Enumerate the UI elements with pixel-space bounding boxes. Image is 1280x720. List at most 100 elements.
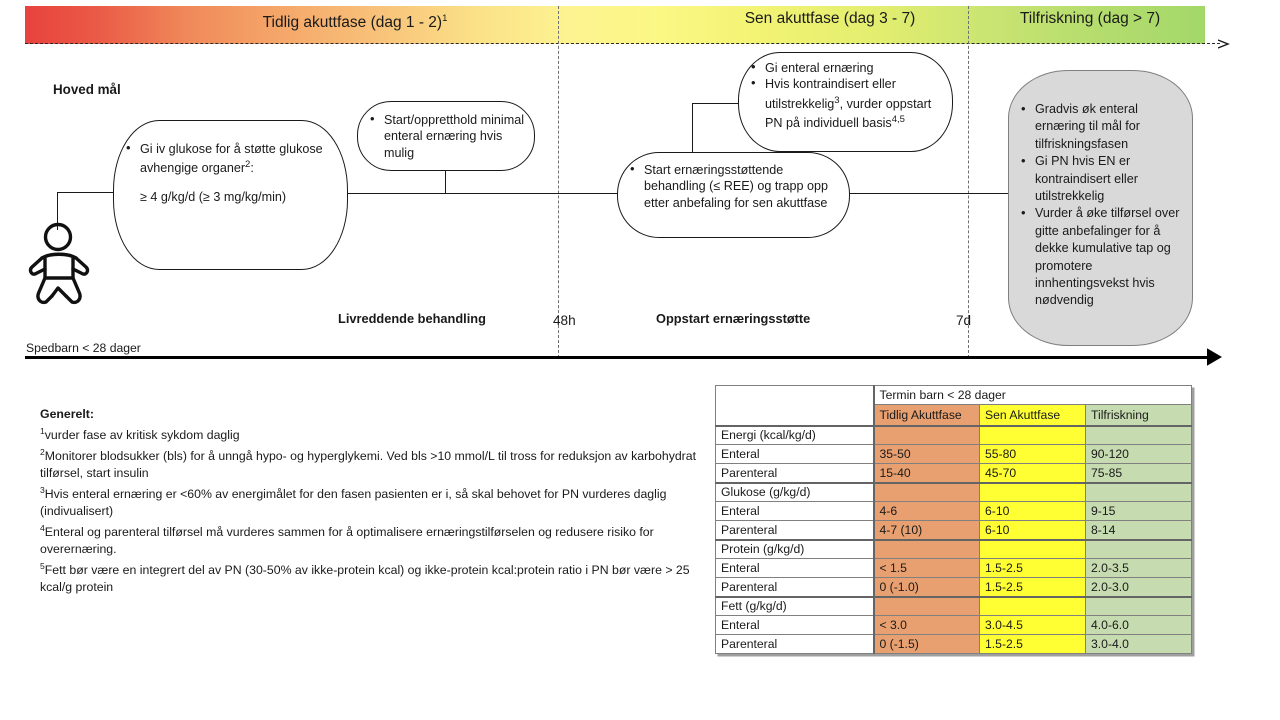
notes-title: Generelt: [40,407,94,421]
general-notes-block: Generelt: 1vurder fase av kritisk sykdom… [40,406,700,596]
table-group-title-filler-1 [873,481,980,502]
box-recovery-phase: Gradvis øk enteral ernæring til mål for … [1008,70,1193,346]
table-cell-value: 8-14 [1085,520,1192,540]
table-cell-value: 45-70 [979,463,1086,483]
table-row-label: Parenteral [715,520,875,540]
table-cell-value: 1.5-2.5 [979,558,1086,578]
label-nutrition-start: Oppstart ernæringsstøtte [656,311,811,326]
table-cell-value: 4-6 [873,501,980,521]
note-1-text: vurder fase av kritisk sykdom daglig [44,428,240,442]
table-cell-value: 2.0-3.0 [1085,577,1192,597]
table-group-title-filler-2 [979,481,1086,502]
table-row-label: Enteral [715,615,875,635]
label-7d-marker: 7d [956,313,972,328]
note-1-sup: 1 [40,425,45,436]
table-row-label: Enteral [715,444,875,464]
box-iv-glucose-spacer [114,177,347,189]
divider-7d [968,6,969,358]
table-group-title-filler-3 [1085,595,1192,616]
table-cell-value: 0 (-1.5) [873,634,980,654]
phase-label-late-acute-text: Sen akuttfase (dag 3 - 7) [744,10,916,27]
table-corner-cell [715,385,875,426]
note-4-text: Enteral og parenteral tilførsel må vurde… [40,524,654,556]
bottom-timeline-axis [25,356,1210,359]
table-row-label: Parenteral [715,634,875,654]
table-cell-value: 4-7 (10) [873,520,980,540]
box-enteral-bullet-2-sup1: 3 [834,94,840,106]
table-cell-value: 9-15 [1085,501,1192,521]
table-cell-value: 90-120 [1085,444,1192,464]
note-3-sup: 3 [40,484,45,495]
note-5-sup: 5 [40,560,45,571]
connector-minimal-enteral-vertical [445,170,447,194]
box-recovery-bullet-3: Vurder å øke tilførsel over gitte anbefa… [1021,204,1184,309]
table-group-title-filler-1 [873,595,980,616]
table-cell-value: < 3.0 [873,615,980,635]
phase-label-early-acute: Tidlig akuttfase (dag 1 - 2)1 [25,0,685,38]
table-row-group-title: Fett (g/kg/d) [715,595,1192,616]
table-group-title-filler-3 [1085,481,1192,502]
note-2-text: Monitorer blodsukker (bls) for å unngå h… [40,449,697,480]
phase-label-early-acute-text: Tidlig akuttfase (dag 1 - 2) [262,14,443,32]
table-cell-value: 0 (-1.0) [873,577,980,597]
table-row-label: Parenteral [715,577,875,597]
note-item-5: 5Fett bør være en integrert del av PN (3… [40,558,700,596]
table-cell-value: 6-10 [979,520,1086,540]
note-item-4: 4Enteral og parenteral tilførsel må vurd… [40,520,700,558]
box-enteral-bullet-2-sup2: 4,5 [891,114,905,126]
table-cell-value: 1.5-2.5 [979,577,1086,597]
table-cell-value: 35-50 [873,444,980,464]
table-cell-value: 2.0-3.5 [1085,558,1192,578]
table-group-title: Fett (g/kg/d) [715,595,875,616]
box-iv-glucose-detail: ≥ 4 g/kg/d (≥ 3 mg/kg/min) [140,190,287,204]
box-iv-glucose-suffix: : [250,161,254,176]
table-column-header-2: Sen Akuttfase [979,404,1086,426]
table-cell-value: 15-40 [873,463,980,483]
table-cell-value: 1.5-2.5 [979,634,1086,654]
table-row-group-title: Protein (g/kg/d) [715,538,1192,559]
box-minimal-enteral-nutrition: Start/oppretthold minimal enteral ernæri… [357,101,535,171]
table-cell-value: 6-10 [979,501,1086,521]
table-group-title: Protein (g/kg/d) [715,538,875,559]
note-item-3: 3Hvis enteral ernæring er <60% av energi… [40,482,700,520]
box-enteral-bullet-1: Gi enteral ernæring [751,59,944,76]
table-cell-value: < 1.5 [873,558,980,578]
box-enteral-bullet-2-a: Hvis kontraindisert eller utilstrekkelig [765,77,896,111]
table-group-title-filler-3 [1085,538,1192,559]
table-group-title-filler-3 [1085,424,1192,445]
connector-middle-horizontal [347,193,619,195]
table-row-group-header: Termin barn < 28 dager [715,385,1192,426]
phase-gradient-bar [25,6,1205,44]
note-item-2: 2Monitorer blodsukker (bls) for å unngå … [40,444,700,482]
connector-enteral-top-horizontal [692,103,740,105]
label-patient-group: Spedbarn < 28 dager [26,341,141,355]
phase-axis-arrow-icon [1218,39,1230,49]
table-group-header: Termin barn < 28 dager [873,385,1192,405]
table-group-title: Energi (kcal/kg/d) [715,424,875,445]
label-lifesaving-treatment: Livreddende behandling [338,311,486,326]
table-cell-value: 4.0-6.0 [1085,615,1192,635]
note-3-text: Hvis enteral ernæring er <60% av energim… [40,486,667,518]
bottom-axis-arrow-icon [1200,348,1222,366]
box-recovery-bullet-1: Gradvis øk enteral ernæring til mål for … [1021,100,1184,153]
table-row-label: Parenteral [715,463,875,483]
infant-icon [28,222,90,305]
box-iv-glucose-text: Gi iv glukose for å støtte glukose avhen… [140,142,323,176]
label-48h-marker: 48h [553,313,576,328]
table-column-header-3: Tilfriskning [1085,404,1192,426]
note-item-1: 1vurder fase av kritisk sykdom daglig [40,423,700,444]
phase-label-early-acute-sup: 1 [442,13,448,24]
table-row-label: Enteral [715,558,875,578]
table-cell-value: 55-80 [979,444,1086,464]
connector-recovery-horizontal [848,193,1010,195]
box-iv-glucose: Gi iv glukose for å støtte glukose avhen… [113,120,348,270]
box-enteral-bullet-2-b: , vurder oppstart PN på individuell basi… [765,97,932,131]
note-5-text: Fett bør være en integrert del av PN (30… [40,562,690,594]
